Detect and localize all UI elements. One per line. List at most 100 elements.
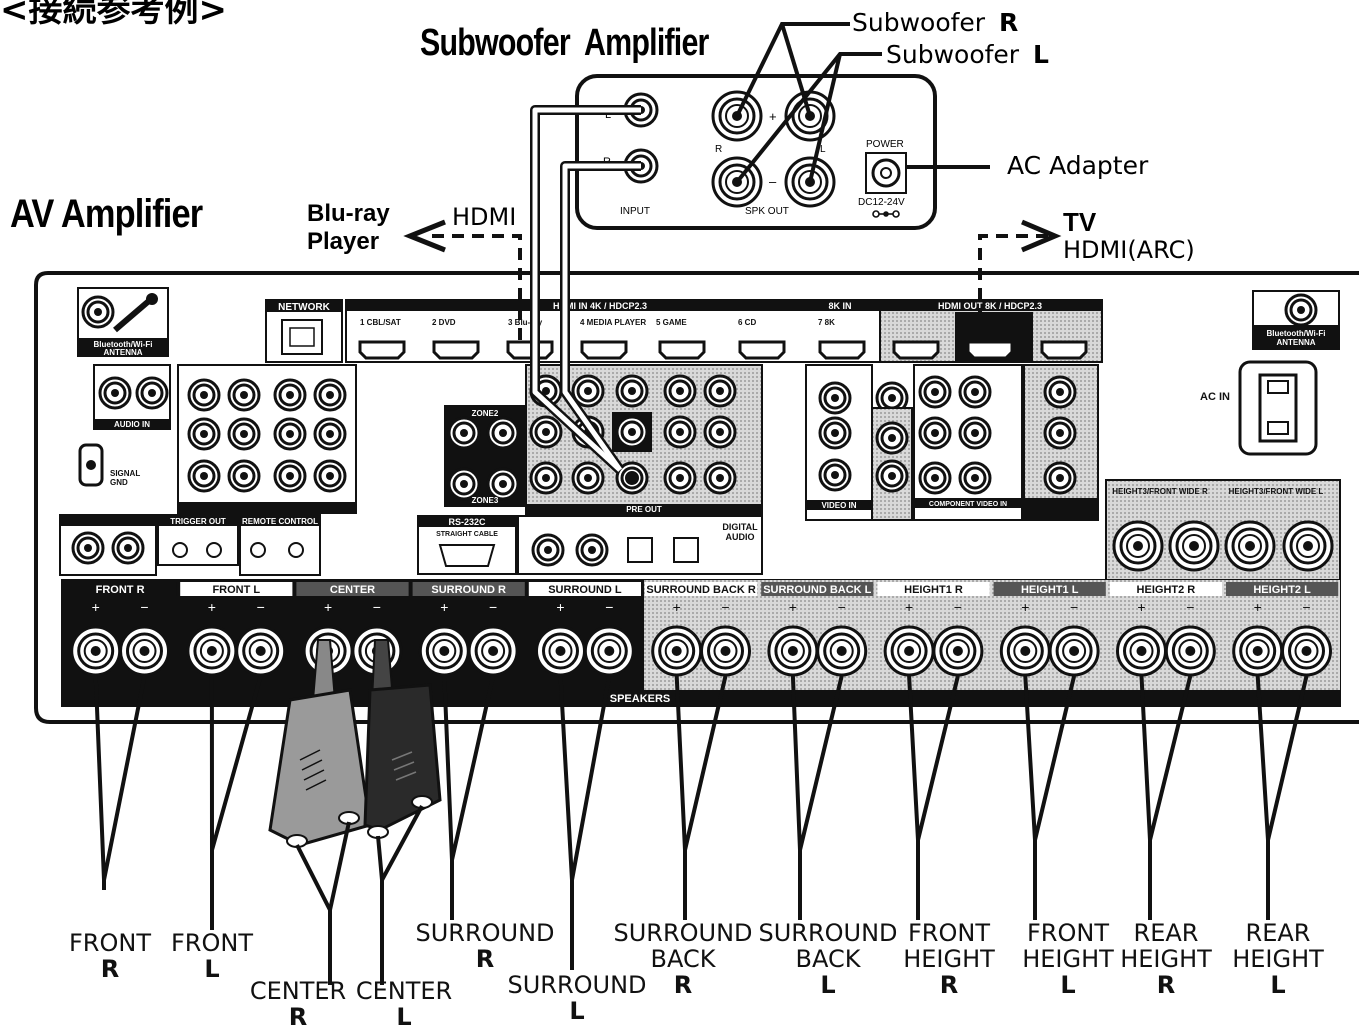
speaker-label-side: R bbox=[673, 971, 693, 999]
post-sign-5-1: − bbox=[721, 599, 729, 615]
terminal-header-0 bbox=[64, 582, 177, 596]
speaker-label-line2: HEIGHT bbox=[1022, 945, 1114, 973]
speaker-label-line1: CENTER bbox=[355, 977, 453, 1005]
speaker-post-10-minus bbox=[1281, 625, 1333, 677]
post-sign-9-0: + bbox=[1137, 599, 1145, 615]
speaker-label-side: R bbox=[288, 1003, 308, 1031]
speaker-label-line1: FRONT bbox=[908, 919, 990, 947]
post-sign-8-0: + bbox=[1021, 599, 1029, 615]
svg-text:ZONE3: ZONE3 bbox=[472, 496, 499, 505]
post-sign-7-1: − bbox=[954, 599, 962, 615]
speaker-label-line1: FRONT bbox=[69, 929, 151, 957]
svg-text:PRE OUT: PRE OUT bbox=[626, 505, 662, 514]
speaker-post-6-plus bbox=[767, 625, 819, 677]
speaker-label-line1: CENTER bbox=[249, 977, 347, 1005]
speaker-label-line1: FRONT bbox=[1027, 919, 1109, 947]
speaker-label-line1: REAR bbox=[1133, 919, 1199, 947]
svg-text:AUDIO: AUDIO bbox=[726, 532, 755, 542]
speaker-post-8-minus bbox=[1048, 625, 1100, 677]
post-sign-0-1: − bbox=[140, 599, 148, 615]
terminal-label-10: HEIGHT2 L bbox=[1253, 584, 1311, 596]
post-sign-3-0: + bbox=[440, 599, 448, 615]
post-sign-4-0: + bbox=[556, 599, 564, 615]
terminal-header-9 bbox=[1109, 582, 1222, 596]
svg-text:RS-232C: RS-232C bbox=[448, 517, 486, 527]
subwoofer-amplifier-title: Subwoofer Amplifier bbox=[420, 22, 709, 64]
speaker-post-3-minus bbox=[467, 625, 519, 677]
terminal-header-5 bbox=[645, 582, 758, 596]
av-amplifier-title: AV Amplifier bbox=[10, 192, 203, 236]
center-speaker-plugs bbox=[268, 639, 442, 848]
speaker-label-side: L bbox=[820, 971, 836, 999]
subwoofer-l-text: Subwoofer bbox=[886, 40, 1020, 69]
speaker-post-7-minus bbox=[932, 625, 984, 677]
tv-callout: TV bbox=[1063, 207, 1097, 237]
svg-text:Bluetooth/Wi-Fi: Bluetooth/Wi-Fi bbox=[1266, 329, 1325, 338]
speaker-label-line1: SURROUND bbox=[758, 919, 898, 947]
post-sign-4-1: − bbox=[605, 599, 613, 615]
svg-text:HDMI IN 4K / HDCP2.3: HDMI IN 4K / HDCP2.3 bbox=[553, 301, 647, 311]
post-sign-0-0: + bbox=[92, 599, 100, 615]
svg-text:REMOTE CONTROL: REMOTE CONTROL bbox=[242, 517, 318, 526]
svg-text:GND: GND bbox=[110, 478, 128, 487]
speaker-post-10-plus bbox=[1232, 625, 1284, 677]
post-sign-1-0: + bbox=[208, 599, 216, 615]
svg-text:1 CBL/SAT: 1 CBL/SAT bbox=[360, 318, 401, 327]
post-sign-1-1: − bbox=[257, 599, 265, 615]
speaker-post-0-minus bbox=[119, 625, 171, 677]
svg-text:2 DVD: 2 DVD bbox=[432, 318, 456, 327]
speaker-label-line1: SURROUND bbox=[507, 971, 647, 999]
sub-spk-out-label: SPK OUT bbox=[745, 206, 789, 217]
speaker-label-line1: SURROUND bbox=[613, 919, 753, 947]
sub-plus: + bbox=[769, 109, 777, 124]
svg-text:COMPONENT VIDEO IN: COMPONENT VIDEO IN bbox=[929, 501, 1007, 508]
svg-text:4 MEDIA PLAYER: 4 MEDIA PLAYER bbox=[580, 318, 646, 327]
svg-text:NETWORK: NETWORK bbox=[278, 302, 330, 313]
speaker-label-side: R bbox=[475, 945, 495, 973]
svg-text:ANTENNA: ANTENNA bbox=[103, 348, 142, 357]
terminal-label-4: SURROUND L bbox=[548, 584, 622, 596]
sub-l: L bbox=[820, 144, 826, 155]
speaker-label-line2: HEIGHT bbox=[1232, 945, 1324, 973]
svg-text:8K IN: 8K IN bbox=[828, 301, 851, 311]
speaker-post-5-minus bbox=[700, 625, 752, 677]
speaker-label-line2: HEIGHT bbox=[1120, 945, 1212, 973]
header-partial: <接続参考例> bbox=[0, 0, 227, 30]
svg-text:3 Blu-ray: 3 Blu-ray bbox=[508, 318, 543, 327]
terminal-label-8: HEIGHT1 L bbox=[1021, 584, 1079, 596]
subwoofer-r-callout: Subwoofer R bbox=[852, 8, 1018, 37]
terminal-header-3 bbox=[412, 582, 525, 596]
speaker-label-line2: HEIGHT bbox=[903, 945, 995, 973]
speaker-label-side: L bbox=[1060, 971, 1076, 999]
post-sign-5-0: + bbox=[673, 599, 681, 615]
svg-text:SIGNAL: SIGNAL bbox=[110, 469, 140, 478]
terminal-header-4 bbox=[528, 582, 641, 596]
svg-text:7 8K: 7 8K bbox=[818, 318, 835, 327]
post-sign-3-1: − bbox=[489, 599, 497, 615]
terminal-label-7: HEIGHT1 R bbox=[904, 584, 963, 596]
terminal-label-6: SURROUND BACK L bbox=[763, 584, 871, 596]
speaker-label-side: R bbox=[939, 971, 959, 999]
hdmi-arc-callout: HDMI(ARC) bbox=[1063, 236, 1195, 264]
speaker-label-side: R bbox=[1156, 971, 1176, 999]
post-sign-6-0: + bbox=[789, 599, 797, 615]
hdmi-callout: HDMI bbox=[452, 203, 517, 231]
svg-text:ZONE2: ZONE2 bbox=[472, 409, 499, 418]
svg-text:ANTENNA: ANTENNA bbox=[1276, 338, 1315, 347]
bluray-callout: Blu-ray Player bbox=[307, 200, 390, 256]
terminal-label-9: HEIGHT2 R bbox=[1137, 584, 1196, 596]
speaker-label-line2: BACK bbox=[650, 945, 716, 973]
post-sign-10-1: − bbox=[1302, 599, 1310, 615]
power-label: POWER bbox=[866, 139, 904, 150]
sub-input-label: INPUT bbox=[620, 206, 650, 217]
speaker-post-0-plus bbox=[70, 625, 122, 677]
speaker-label-line1: SURROUND bbox=[415, 919, 555, 947]
bluray-line1: Blu-ray bbox=[307, 200, 390, 227]
post-sign-7-0: + bbox=[905, 599, 913, 615]
svg-text:6 CD: 6 CD bbox=[738, 318, 756, 327]
